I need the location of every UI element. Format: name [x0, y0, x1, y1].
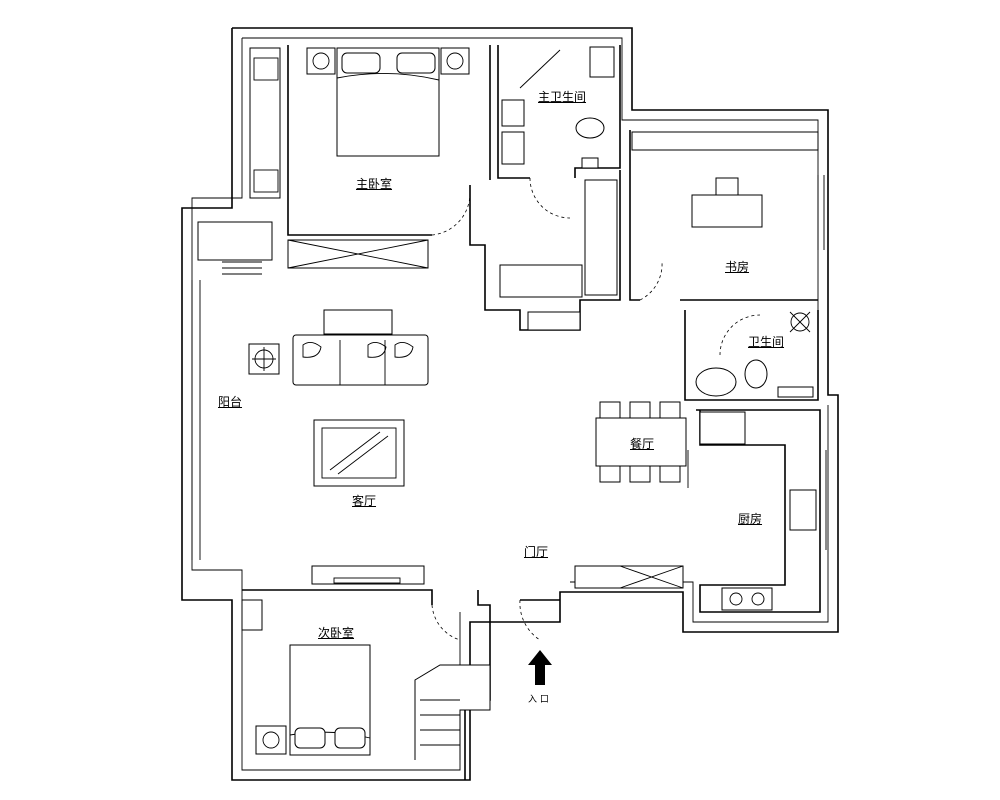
foyer-area — [519, 565, 684, 641]
label-living-room: 客厅 — [352, 494, 377, 508]
burner-icon — [751, 592, 765, 606]
lamp-icon — [446, 52, 464, 70]
study-area — [629, 130, 825, 301]
toilet — [575, 117, 605, 139]
master-bedroom-area — [249, 45, 491, 269]
chair — [715, 177, 739, 196]
cushion — [253, 169, 279, 193]
dining-chair — [599, 401, 621, 419]
sink — [501, 131, 525, 165]
shower-unit — [589, 46, 615, 78]
bathroom-area — [684, 310, 819, 401]
shower-icon — [790, 312, 810, 332]
dining-area — [595, 401, 689, 488]
dining-chair — [629, 401, 651, 419]
label-second-bedroom: 次卧室 — [318, 626, 355, 640]
sink — [501, 99, 525, 127]
label-study: 书房 — [725, 260, 750, 274]
shoe-cabinet — [574, 565, 684, 589]
dining-chair — [629, 465, 651, 483]
tv-cabinet — [311, 565, 425, 585]
toilet — [744, 359, 768, 389]
label-kitchen: 厨房 — [738, 512, 763, 526]
nightstand — [306, 47, 336, 75]
dining-table — [595, 417, 687, 467]
dining-chair — [659, 465, 681, 483]
storage-cabinet — [499, 264, 583, 298]
living-room-area — [191, 280, 429, 585]
bookshelf — [631, 131, 819, 151]
corridor-closet — [469, 170, 621, 331]
pillow — [341, 52, 381, 74]
nightstand — [440, 47, 470, 75]
arrow-up-icon — [528, 650, 552, 685]
side-table — [323, 309, 393, 335]
glass-top — [321, 427, 397, 479]
pillow — [396, 52, 436, 74]
balcony-steps — [197, 221, 273, 275]
dining-chair — [659, 401, 681, 419]
stove — [721, 587, 773, 611]
nightstand — [255, 725, 287, 755]
label-master-bathroom: 主卫生间 — [538, 90, 587, 104]
label-dining-room: 餐厅 — [630, 437, 655, 451]
lamp-icon — [262, 731, 280, 749]
sofa — [292, 334, 429, 386]
step-platform — [197, 221, 273, 261]
coffee-table — [313, 419, 405, 487]
radiator — [241, 599, 263, 631]
tv — [333, 577, 401, 584]
toilet-tank — [581, 157, 599, 169]
label-master-bedroom: 主卧室 — [356, 177, 393, 191]
bathtub-sink — [695, 367, 737, 397]
label-entrance: 入 口 — [528, 695, 549, 705]
bay-window-seat — [249, 47, 281, 199]
storage-cabinet — [584, 179, 618, 296]
second-bedroom-area — [241, 589, 491, 780]
towel-rack — [777, 386, 814, 398]
label-bathroom: 卫生间 — [748, 335, 785, 349]
desk — [691, 194, 763, 228]
shelf — [527, 311, 581, 331]
lamp-icon — [312, 52, 330, 70]
cushion — [253, 57, 279, 81]
pillow — [294, 727, 326, 749]
pillow — [334, 727, 366, 749]
dining-chair — [599, 465, 621, 483]
kitchen-sink — [789, 489, 817, 531]
label-foyer: 门厅 — [524, 545, 549, 559]
refrigerator — [699, 411, 746, 445]
master-bathroom-area — [497, 45, 621, 219]
burner-icon — [729, 592, 743, 606]
label-balcony: 阳台 — [218, 395, 243, 409]
kitchen-area — [696, 409, 827, 613]
